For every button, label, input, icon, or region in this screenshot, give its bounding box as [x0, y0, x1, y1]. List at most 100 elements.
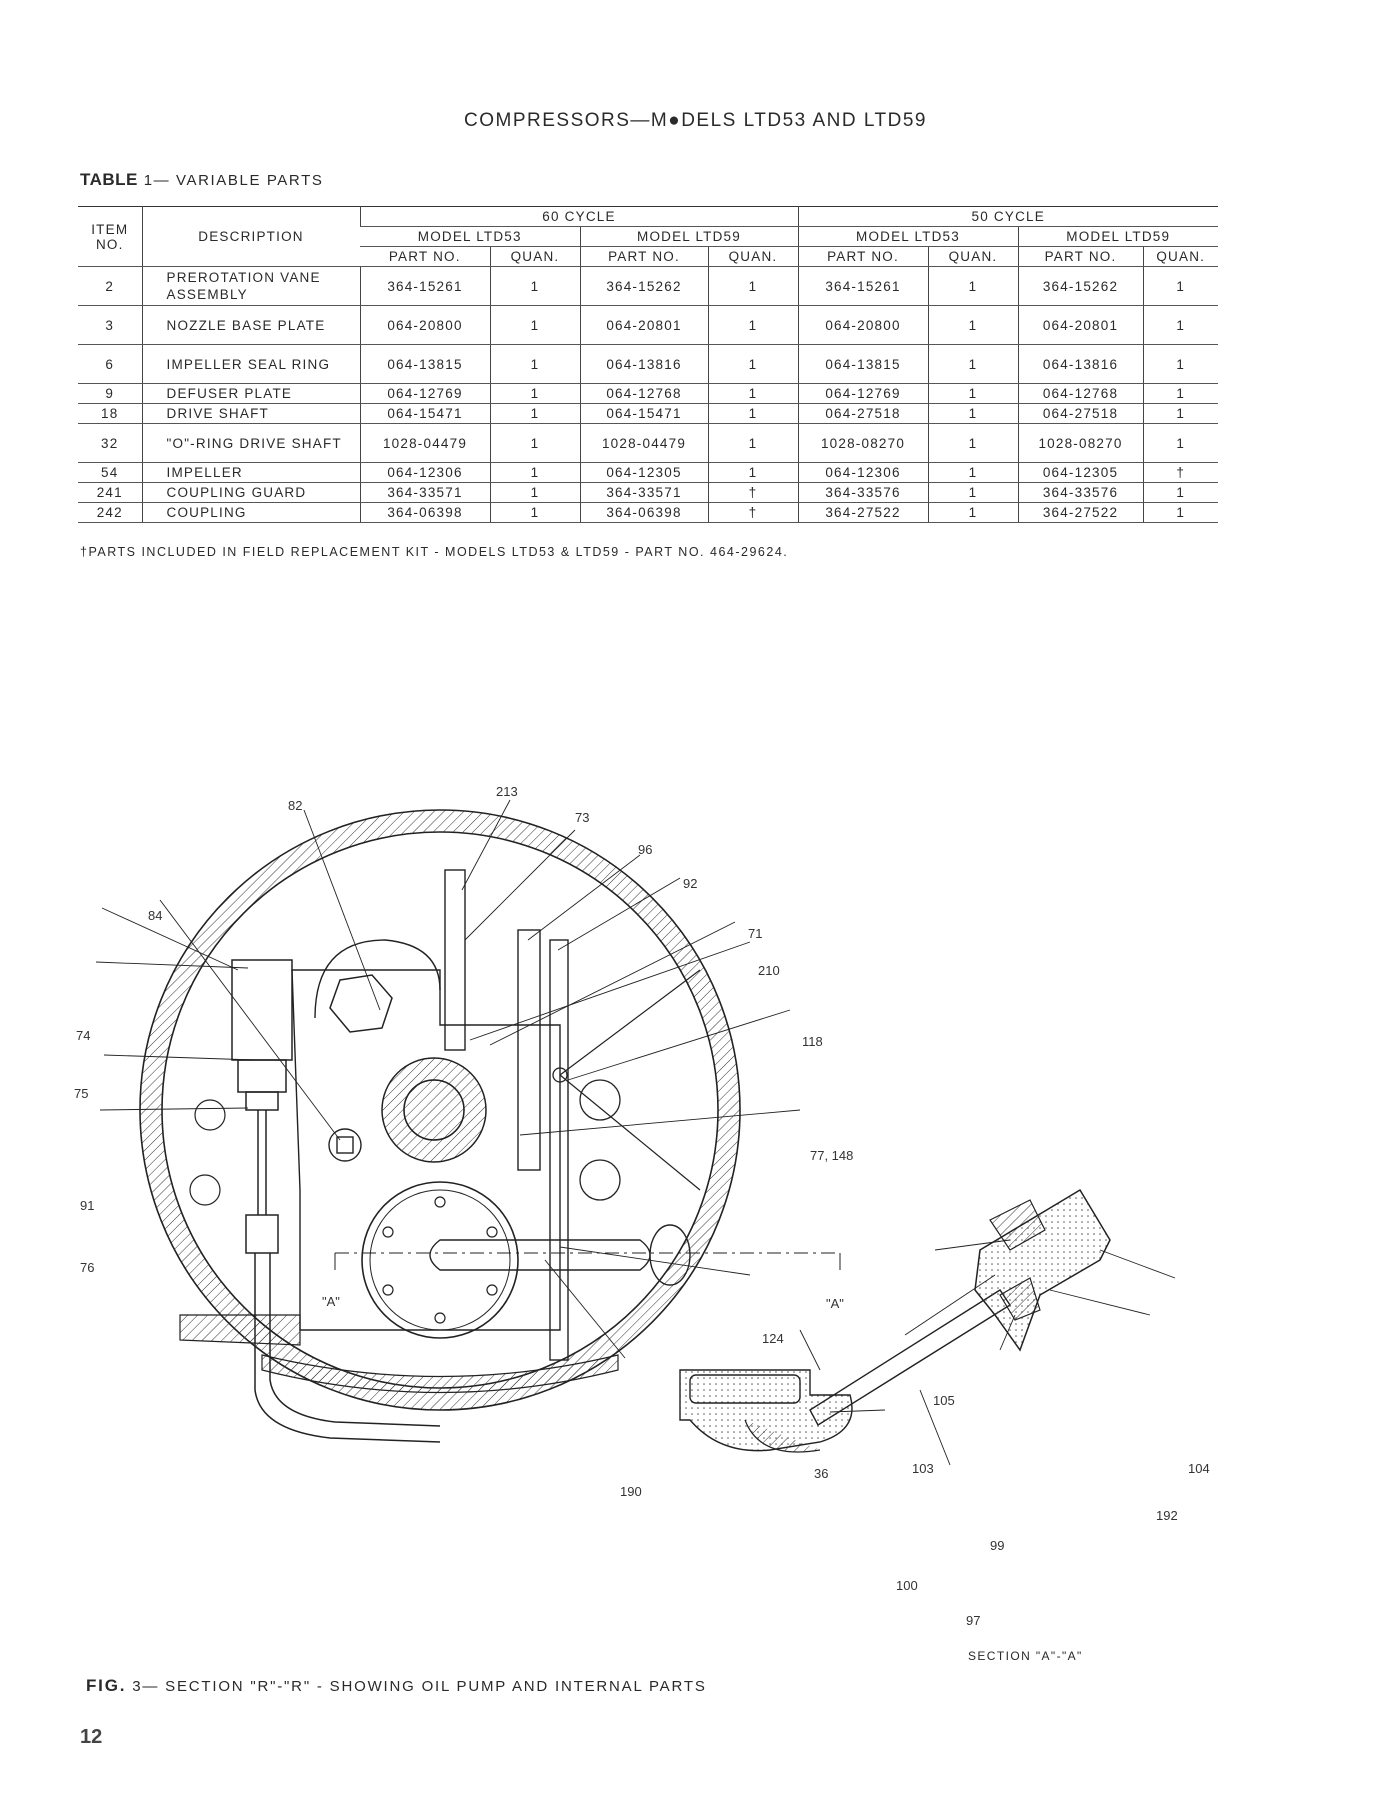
header-60-cycle: 60 CYCLE: [359, 206, 798, 227]
cell-part-no: 064-15471: [359, 403, 490, 424]
cell-quan: 1: [1142, 266, 1218, 306]
callout-91: 91: [80, 1198, 94, 1213]
cell-description: IMPELLER SEAL RING: [141, 344, 360, 384]
cell-part-no: 364-33571: [359, 482, 490, 503]
cell-quan: 1: [927, 403, 1018, 424]
cell-part-no: 064-12306: [797, 462, 928, 483]
cell-part-no: 064-13816: [579, 344, 708, 384]
section-aa-detail: [679, 1188, 1176, 1466]
parts-table-container: ITEM NO. DESCRIPTION 60 CYCLE 50 CYCLE M…: [78, 206, 1218, 523]
cell-quan: 1: [489, 482, 580, 503]
cell-quan: 1: [707, 403, 798, 424]
cell-part-no: 064-27518: [797, 403, 928, 424]
cell-quan: 1: [927, 305, 1018, 345]
callout-73: 73: [575, 810, 589, 825]
cell-item-no: 3: [78, 305, 142, 345]
section-aa-label: SECTION "A"-"A": [968, 1649, 1083, 1663]
oil-pump: [361, 1181, 519, 1339]
figure-section-rr: 82 213 73 96 92 84 71 210 74 118 75 77, …: [0, 770, 1391, 1690]
callout-103: 103: [912, 1461, 934, 1476]
cell-quan: 1: [927, 423, 1018, 463]
cell-item-no: 241: [78, 482, 142, 503]
cell-quan: 1: [489, 383, 580, 404]
header-description: DESCRIPTION: [141, 206, 360, 267]
header-quan: QUAN.: [707, 246, 798, 267]
callout-75: 75: [74, 1086, 88, 1101]
cell-quan: 1: [927, 502, 1018, 523]
inner-housing: [291, 969, 561, 1331]
header-60-model-ltd59: MODEL LTD59: [579, 226, 798, 247]
cell-description: COUPLING GUARD: [141, 482, 360, 503]
cell-item-no: 18: [78, 403, 142, 424]
cell-quan: 1: [489, 403, 580, 424]
cell-part-no: 064-27518: [1017, 403, 1143, 424]
cell-part-no: 364-06398: [359, 502, 490, 523]
cell-part-no: 364-15262: [579, 266, 708, 306]
header-item-no: ITEM NO.: [78, 206, 142, 267]
cell-quan: 1: [1142, 403, 1218, 424]
cell-item-no: 6: [78, 344, 142, 384]
cell-quan: 1: [707, 266, 798, 306]
bottom-channel: [179, 1314, 301, 1346]
cell-part-no: 364-06398: [579, 502, 708, 523]
callout-190: 190: [620, 1484, 642, 1499]
cell-description: NOZZLE BASE PLATE: [141, 305, 360, 345]
tube-71: [549, 939, 569, 1361]
cell-part-no: 064-15471: [579, 403, 708, 424]
cell-quan: 1: [1142, 305, 1218, 345]
cell-quan: 1: [707, 423, 798, 463]
table-footnote: †PARTS INCLUDED IN FIELD REPLACEMENT KIT…: [80, 545, 789, 559]
header-quan: QUAN.: [1142, 246, 1218, 267]
cell-quan: 1: [489, 305, 580, 345]
callout-84: 84: [148, 908, 162, 923]
header-50-model-ltd53: MODEL LTD53: [797, 226, 1018, 247]
callout-92: 92: [683, 876, 697, 891]
cell-quan: 1: [927, 383, 1018, 404]
callout-100: 100: [896, 1578, 918, 1593]
callout-97: 97: [966, 1613, 980, 1628]
callout-74: 74: [76, 1028, 90, 1043]
cell-quan: 1: [1142, 502, 1218, 523]
cell-quan: 1: [1142, 383, 1218, 404]
cell-description: PREROTATION VANE ASSEMBLY: [141, 266, 360, 306]
header-quan: QUAN.: [489, 246, 580, 267]
cell-part-no: 064-12306: [359, 462, 490, 483]
variable-parts-table: ITEM NO. DESCRIPTION 60 CYCLE 50 CYCLE M…: [78, 206, 1218, 523]
cell-quan: 1: [1142, 423, 1218, 463]
cell-quan: 1: [707, 462, 798, 483]
cell-description: IMPELLER: [141, 462, 360, 483]
header-part-no: PART NO.: [579, 246, 708, 267]
cell-part-no: 064-20801: [1017, 305, 1143, 345]
cell-description: COUPLING: [141, 502, 360, 523]
cell-quan: 1: [489, 423, 580, 463]
callout-192: 192: [1156, 1508, 1178, 1523]
cell-part-no: 064-12305: [1017, 462, 1143, 483]
callout-77-148: 77, 148: [810, 1148, 853, 1163]
cell-quan: 1: [707, 305, 798, 345]
cell-quan: 1: [489, 266, 580, 306]
callout-82: 82: [288, 798, 302, 813]
callout-36: 36: [814, 1466, 828, 1481]
cell-part-no: 364-15261: [359, 266, 490, 306]
header-50-model-ltd59: MODEL LTD59: [1017, 226, 1218, 247]
callout-210: 210: [758, 963, 780, 978]
table-title: 1— VARIABLE PARTS: [143, 172, 324, 189]
oil-filter-body: [231, 959, 293, 1061]
cell-part-no: 064-12305: [579, 462, 708, 483]
header-part-no: PART NO.: [797, 246, 928, 267]
callout-76: 76: [80, 1260, 94, 1275]
figure-caption: FIG. 3— SECTION "R"-"R" - SHOWING OIL PU…: [86, 1676, 707, 1696]
cell-quan: 1: [489, 462, 580, 483]
cell-part-no: 064-12769: [359, 383, 490, 404]
cell-quan: 1: [927, 344, 1018, 384]
cell-part-no: 064-12769: [797, 383, 928, 404]
cell-part-no: 364-33571: [579, 482, 708, 503]
callout-71: 71: [748, 926, 762, 941]
cell-part-no: 1028-04479: [359, 423, 490, 463]
page-number: 12: [80, 1726, 103, 1748]
